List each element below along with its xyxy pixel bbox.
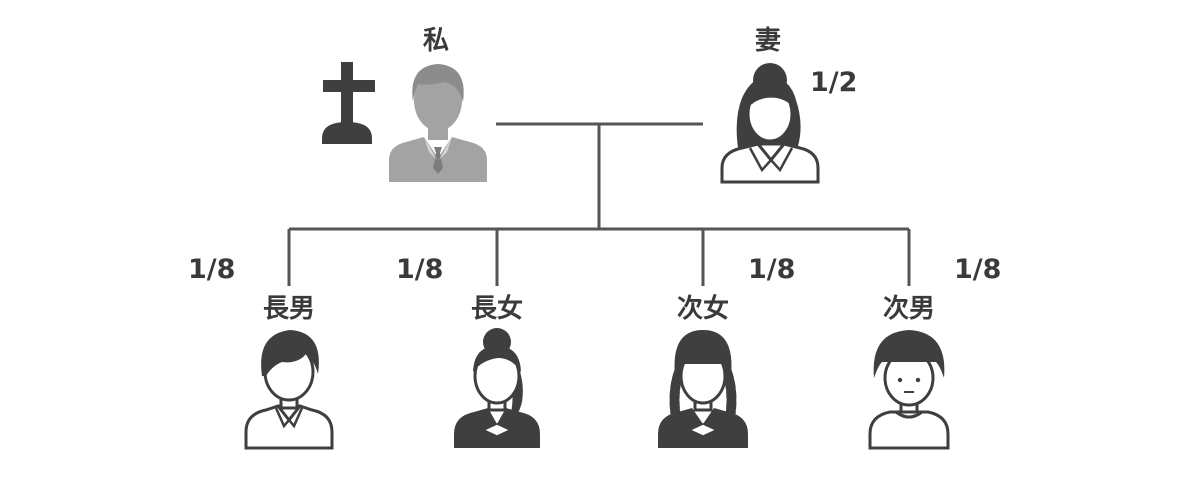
boy-bowl-cut-icon (868, 330, 950, 450)
child-name-label: 長男 (262, 294, 316, 324)
girl-ponytail-icon (454, 328, 540, 448)
deceased-man-icon (389, 64, 487, 182)
grave-cross-icon (322, 62, 375, 144)
child-share-label: 1/8 (396, 254, 444, 285)
child-name-label: 次男 (882, 294, 936, 324)
child-share-label: 1/8 (188, 254, 236, 285)
wife-icon (720, 63, 820, 184)
child-name-label: 長女 (470, 294, 524, 324)
spouse-name-label: 妻 (754, 26, 782, 56)
boy-short-hair-icon (244, 330, 334, 450)
girl-braids-icon (658, 330, 748, 448)
child-name-label: 次女 (676, 294, 730, 324)
child-share-label: 1/8 (748, 254, 796, 285)
child-share-label: 1/8 (954, 254, 1002, 285)
deceased-name-label: 私 (422, 26, 450, 56)
spouse-share-label: 1/2 (810, 67, 858, 98)
family-tree-lines (287, 122, 911, 286)
